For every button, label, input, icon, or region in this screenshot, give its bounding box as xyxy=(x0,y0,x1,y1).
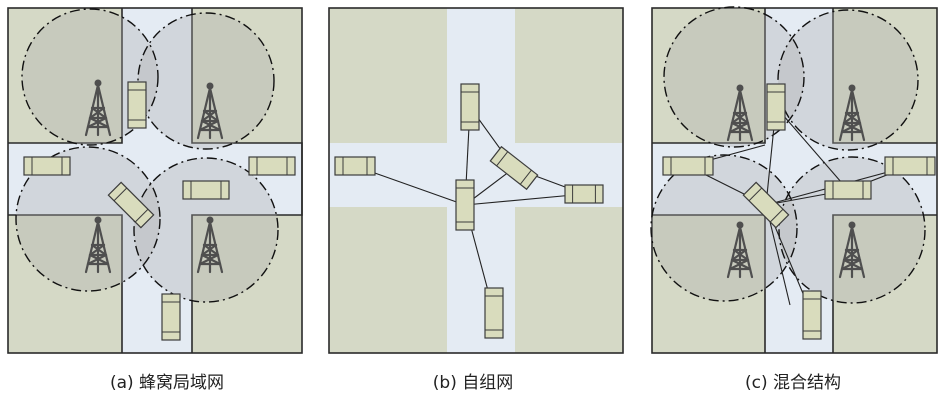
cell-tower-icon xyxy=(726,84,754,142)
caption-b: (b) 自组网 xyxy=(432,373,514,393)
caption-c: (c) 混合结构 xyxy=(744,373,841,393)
panel-c-frame xyxy=(651,7,938,354)
cell-tower-icon xyxy=(84,216,112,274)
coverage-area xyxy=(134,158,278,302)
panel-a-cellular xyxy=(7,7,303,354)
vehicle-icon xyxy=(484,287,504,339)
block-edge xyxy=(652,8,766,144)
coverage-boundary xyxy=(133,157,279,303)
block-edge xyxy=(832,8,937,144)
coverage-boundary xyxy=(777,9,919,151)
panel-c-hybrid xyxy=(650,6,938,354)
coverage-boundary xyxy=(15,146,161,292)
block-edge xyxy=(8,214,123,353)
vehicle-icon xyxy=(564,184,604,204)
panel-b-frame xyxy=(328,7,624,354)
vehicle-icon xyxy=(489,145,539,191)
panel-a-frame xyxy=(7,7,303,354)
cell-tower-icon xyxy=(838,84,866,142)
vehicle-icon xyxy=(248,156,296,176)
coverage-boundary xyxy=(663,6,805,148)
block-edge xyxy=(832,214,937,353)
vehicle-icon xyxy=(884,156,936,176)
link-line xyxy=(464,193,585,206)
coverage-area xyxy=(138,13,274,149)
vehicle-icon xyxy=(161,293,181,341)
coverage-boundary xyxy=(650,154,798,302)
vehicle-icon xyxy=(802,290,822,340)
cell-tower-icon xyxy=(196,82,224,140)
road-horizontal xyxy=(652,143,937,215)
coverage-boundary xyxy=(21,8,159,146)
cell-tower-icon xyxy=(84,79,112,137)
vehicle-icon xyxy=(742,181,790,229)
cell-tower-icon xyxy=(726,221,754,279)
vehicle-icon xyxy=(662,156,714,176)
coverage-boundary xyxy=(778,156,926,304)
coverage-boundary xyxy=(137,12,275,150)
caption-a: (a) 蜂窝局域网 xyxy=(109,373,225,393)
panel-b-adhoc xyxy=(328,7,624,354)
vehicle-icon xyxy=(107,181,155,229)
vehicle-icon xyxy=(824,180,872,200)
block-edge xyxy=(8,8,123,144)
cell-tower-icon xyxy=(838,221,866,279)
coverage-area xyxy=(22,9,158,145)
coverage-area xyxy=(16,147,160,291)
vehicle-icon xyxy=(766,83,786,131)
vehicle-icon xyxy=(455,179,475,231)
vehicle-icon xyxy=(127,81,147,129)
vehicle-icon xyxy=(460,83,480,131)
cell-tower-icon xyxy=(196,216,224,274)
link-line xyxy=(775,106,849,191)
vehicle-icon xyxy=(23,156,71,176)
vehicle-icon xyxy=(182,180,230,200)
coverage-area xyxy=(778,10,918,150)
vehicle-icon xyxy=(334,156,376,176)
